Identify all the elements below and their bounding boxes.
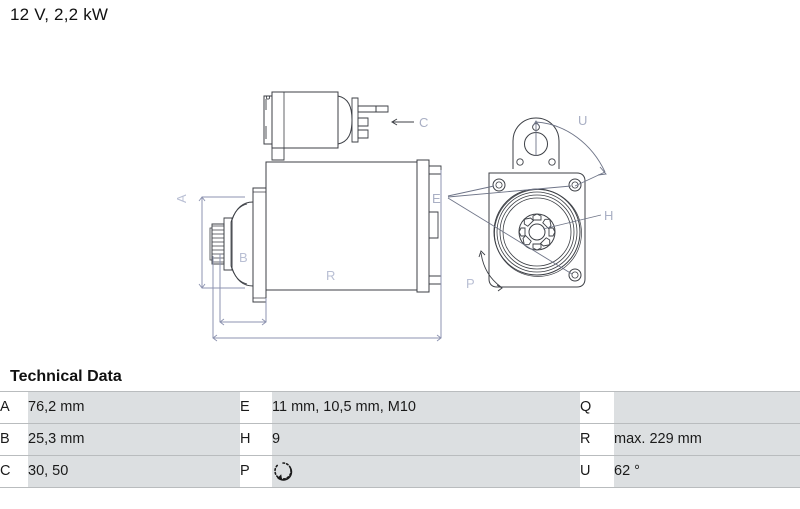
row-key-b: B <box>0 423 28 456</box>
leader-line-h <box>542 214 602 230</box>
flange-front-view <box>488 117 586 288</box>
row-value-r: max. 229 mm <box>614 423 800 456</box>
technical-data-heading: Technical Data <box>10 368 122 385</box>
page-title: 12 V, 2,2 kW <box>10 5 109 24</box>
leader-lines-e <box>447 185 573 275</box>
dim-label-c: C <box>419 115 428 130</box>
row-value-a: 76,2 mm <box>28 391 240 424</box>
row-value-h: 9 <box>272 423 580 456</box>
dim-label-p: P <box>466 276 475 291</box>
dim-label-e: E <box>432 191 441 206</box>
table-row: A 76,2 mm E 11 mm, 10,5 mm, M10 Q <box>0 391 800 424</box>
starter-motor-drawing-svg: A B R C <box>174 91 613 342</box>
starter-body <box>252 159 442 303</box>
row-key-r: R <box>580 423 614 456</box>
technical-data-section: Technical Data A 76,2 mm E 11 mm, 10,5 m… <box>0 368 800 488</box>
rotation-clockwise-icon <box>272 460 294 482</box>
solenoid-assembly <box>263 91 389 161</box>
row-key-c: C <box>0 455 28 488</box>
row-value-c: 30, 50 <box>28 455 240 488</box>
technical-data-table: A 76,2 mm E 11 mm, 10,5 mm, M10 Q B 25,3… <box>0 391 800 488</box>
dimension-lines <box>198 170 442 342</box>
row-value-u: 62 ° <box>614 455 800 488</box>
row-key-h: H <box>240 423 272 456</box>
drive-end-pinion <box>209 201 254 287</box>
dim-label-u: U <box>578 113 587 128</box>
angle-arc-u <box>532 120 607 187</box>
dim-label-r: R <box>326 268 335 283</box>
dim-label-b: B <box>239 250 248 265</box>
callout-c: C <box>391 115 428 130</box>
row-key-p: P <box>240 455 272 488</box>
dimension-labels: A B R <box>174 194 335 283</box>
row-key-a: A <box>0 391 28 424</box>
dim-label-h: H <box>604 208 613 223</box>
row-key-u: U <box>580 455 614 488</box>
row-value-b: 25,3 mm <box>28 423 240 456</box>
dim-label-a: A <box>174 194 189 203</box>
technical-drawing: A B R C <box>0 40 800 360</box>
row-key-e: E <box>240 391 272 424</box>
row-value-p <box>272 455 580 488</box>
table-row: C 30, 50 P U 62 ° <box>0 455 800 488</box>
rotation-arc-p <box>478 250 503 292</box>
row-value-e: 11 mm, 10,5 mm, M10 <box>272 391 580 424</box>
row-value-q <box>614 391 800 424</box>
row-key-q: Q <box>580 391 614 424</box>
table-row: B 25,3 mm H 9 R max. 229 mm <box>0 423 800 456</box>
